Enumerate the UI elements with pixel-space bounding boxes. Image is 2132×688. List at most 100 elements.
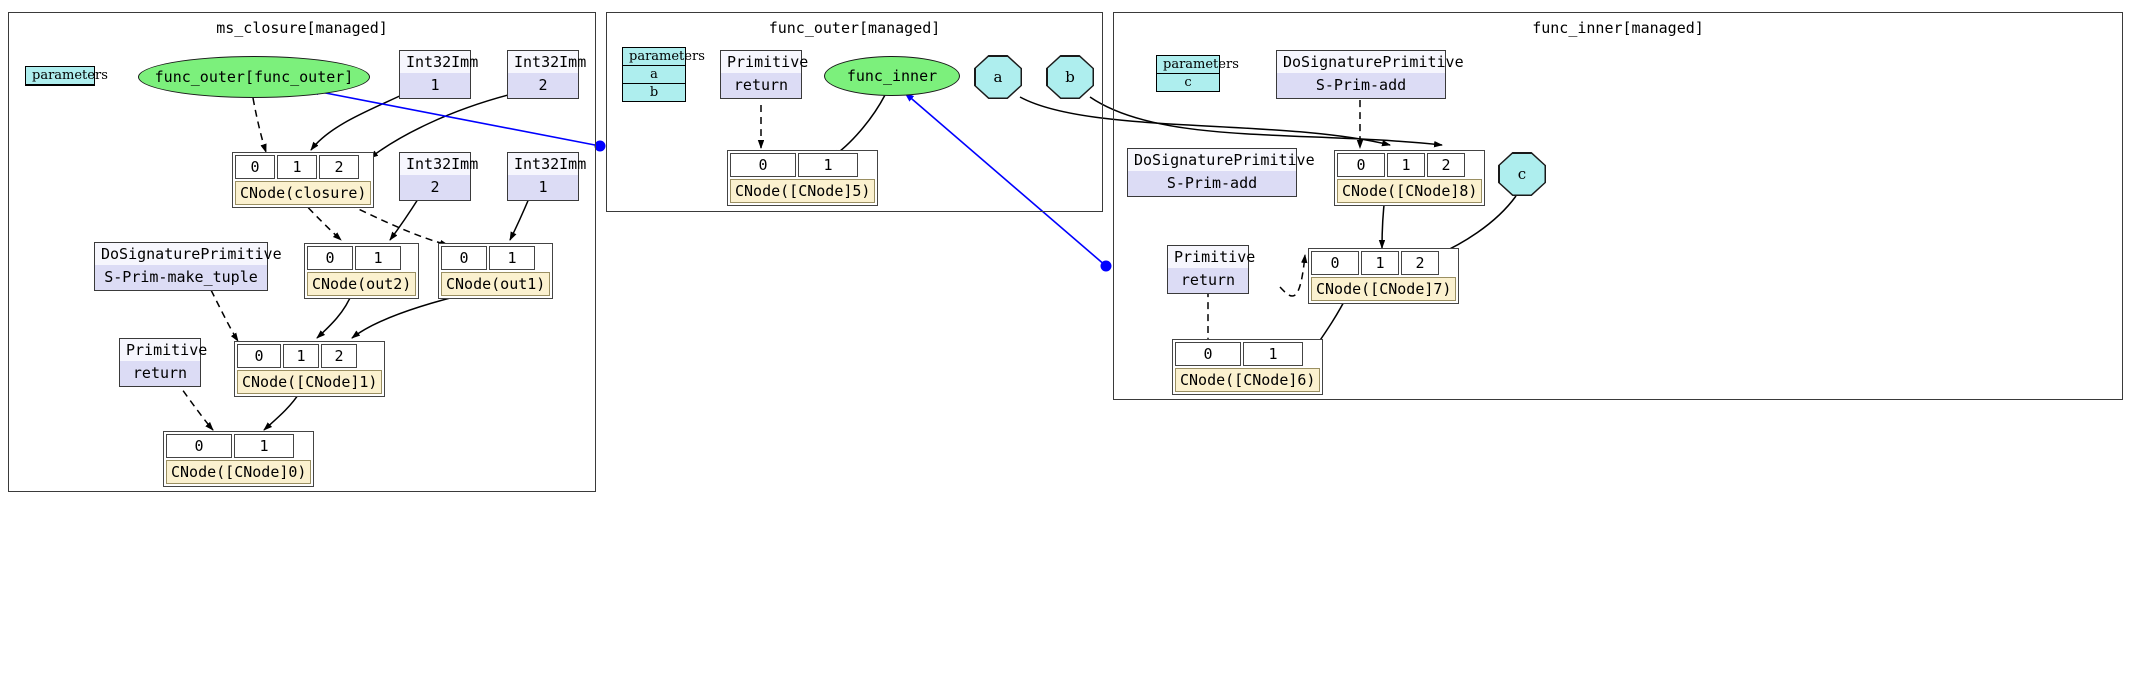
cnode-6[interactable]: 0 1 CNode([CNode]6) [1172, 339, 1324, 395]
func-outer-ellipse[interactable]: func_outer[func_outer] [138, 56, 370, 98]
cnode-out2[interactable]: 0 1 CNode(out2) [304, 243, 420, 299]
cnode-port-0[interactable]: 0 [166, 434, 232, 458]
int32imm-node-2: Int32Imm 2 [507, 50, 586, 99]
cnode-0-ports: 0 1 [166, 434, 311, 458]
primitive-return-ms-closure: Primitive return [119, 338, 207, 387]
cluster-title-func-inner: func_inner[managed] [1532, 19, 1704, 37]
free-edge-dot-outer [594, 140, 606, 152]
free-edge-dot-inner [1100, 260, 1112, 272]
cnode-7[interactable]: 0 1 2 CNode([CNode]7) [1308, 248, 1460, 304]
cnode-1[interactable]: 0 1 2 CNode([CNode]1) [234, 341, 386, 397]
octagon-c-label: c [1517, 165, 1527, 183]
cnode-8[interactable]: 0 1 2 CNode([CNode]8) [1334, 150, 1486, 206]
cnode-port-1[interactable]: 1 [1387, 153, 1425, 177]
func-inner-ellipse[interactable]: func_inner [824, 56, 960, 96]
cnode-port-0[interactable]: 0 [235, 155, 275, 179]
parameters-table-func-inner: parameters c [1156, 55, 1239, 92]
cnode-7-ports: 0 1 2 [1311, 251, 1456, 275]
cnode-out1-ports: 0 1 [441, 246, 550, 270]
primitive-value: return [1168, 268, 1248, 293]
cnode-port-2[interactable]: 2 [1427, 153, 1465, 177]
cnode-port-0[interactable]: 0 [1311, 251, 1359, 275]
do-signature-primitive-add-top: DoSignaturePrimitive S-Prim-add [1276, 50, 1464, 99]
octagon-c-wrap: c [1498, 152, 1546, 196]
primitive-type: Primitive [721, 51, 808, 73]
parameters-header: parameters [623, 48, 705, 66]
cnode-port-0[interactable]: 0 [237, 344, 281, 368]
primitive-return-func-outer: Primitive return [720, 50, 808, 99]
octagon-a[interactable]: a [975, 56, 1021, 98]
cnode-port-1[interactable]: 1 [283, 344, 319, 368]
cnode-5-ports: 0 1 [730, 153, 875, 177]
cnode-port-0[interactable]: 0 [730, 153, 796, 177]
primitive-value: return [120, 361, 200, 386]
parameter-row-c: c [1184, 75, 1192, 90]
cnode-port-2[interactable]: 2 [321, 344, 357, 368]
cnode-port-1[interactable]: 1 [355, 246, 401, 270]
int32imm-value: 1 [400, 73, 470, 98]
cnode-6-label: CNode([CNode]6) [1175, 368, 1321, 392]
cnode-port-1[interactable]: 1 [1243, 342, 1303, 366]
octagon-a-wrap: a [974, 55, 1022, 99]
cnode-5[interactable]: 0 1 CNode([CNode]5) [727, 150, 879, 206]
int32imm-node-1: Int32Imm 1 [399, 50, 478, 99]
cnode-8-label: CNode([CNode]8) [1337, 179, 1483, 203]
cnode-port-1[interactable]: 1 [489, 246, 535, 270]
cnode-port-0[interactable]: 0 [307, 246, 353, 270]
cnode-out1[interactable]: 0 1 CNode(out1) [438, 243, 554, 299]
cnode-5-label: CNode([CNode]5) [730, 179, 876, 203]
cluster-title-ms-closure: ms_closure[managed] [216, 19, 388, 37]
cnode-port-2[interactable]: 2 [319, 155, 359, 179]
cnode-closure-ports: 0 1 2 [235, 155, 371, 179]
cnode-port-0[interactable]: 0 [441, 246, 487, 270]
cnode-out2-label: CNode(out2) [307, 272, 417, 296]
cnode-port-1[interactable]: 1 [234, 434, 294, 458]
cnode-8-ports: 0 1 2 [1337, 153, 1482, 177]
octagon-c[interactable]: c [1499, 153, 1545, 195]
cnode-port-1[interactable]: 1 [798, 153, 858, 177]
int32imm-type: Int32Imm [508, 153, 586, 175]
parameters-table-ms-closure: parameters [25, 66, 108, 86]
do-signature-primitive-make-tuple: DoSignaturePrimitive S-Prim-make_tuple [94, 242, 282, 291]
int32imm-type: Int32Imm [508, 51, 586, 73]
int32imm-node-3: Int32Imm 2 [399, 152, 478, 201]
cnode-0[interactable]: 0 1 CNode([CNode]0) [163, 431, 315, 487]
primitive-type: DoSignaturePrimitive [1277, 51, 1464, 73]
cnode-port-0[interactable]: 0 [1337, 153, 1385, 177]
cluster-ms-closure: ms_closure[managed] [8, 12, 596, 492]
cnode-1-label: CNode([CNode]1) [237, 370, 383, 394]
primitive-value: S-Prim-add [1277, 73, 1445, 98]
cnode-6-ports: 0 1 [1175, 342, 1320, 366]
int32imm-value: 2 [400, 175, 470, 200]
do-signature-primitive-add-mid: DoSignaturePrimitive S-Prim-add [1127, 148, 1315, 197]
func-outer-ellipse-label: func_outer[func_outer] [154, 68, 354, 86]
cluster-title-func-outer: func_outer[managed] [768, 19, 941, 37]
cnode-port-1[interactable]: 1 [1361, 251, 1399, 275]
octagon-b-wrap: b [1046, 55, 1094, 99]
cnode-closure[interactable]: 0 1 2 CNode(closure) [232, 152, 375, 208]
cnode-port-2[interactable]: 2 [1401, 251, 1439, 275]
func-inner-ellipse-label: func_inner [846, 67, 938, 85]
primitive-value: S-Prim-make_tuple [95, 265, 267, 290]
cnode-7-label: CNode([CNode]7) [1311, 277, 1457, 301]
parameters-header: parameters [26, 67, 108, 85]
cnode-port-1[interactable]: 1 [277, 155, 317, 179]
octagon-b-label: b [1065, 68, 1075, 86]
primitive-return-func-inner: Primitive return [1167, 245, 1255, 294]
parameter-row-a: a [623, 66, 685, 84]
primitive-type: Primitive [120, 339, 207, 361]
int32imm-type: Int32Imm [400, 153, 478, 175]
primitive-value: S-Prim-add [1128, 171, 1296, 196]
parameters-table-func-outer: parameters a b [622, 47, 705, 102]
int32imm-node-4: Int32Imm 1 [507, 152, 586, 201]
cluster-func-inner: func_inner[managed] [1113, 12, 2123, 400]
cnode-port-0[interactable]: 0 [1175, 342, 1241, 366]
cnode-1-ports: 0 1 2 [237, 344, 382, 368]
int32imm-type: Int32Imm [400, 51, 478, 73]
cnode-out2-ports: 0 1 [307, 246, 416, 270]
primitive-type: DoSignaturePrimitive [95, 243, 282, 265]
octagon-b[interactable]: b [1047, 56, 1093, 98]
cnode-closure-label: CNode(closure) [235, 181, 372, 205]
primitive-type: DoSignaturePrimitive [1128, 149, 1315, 171]
